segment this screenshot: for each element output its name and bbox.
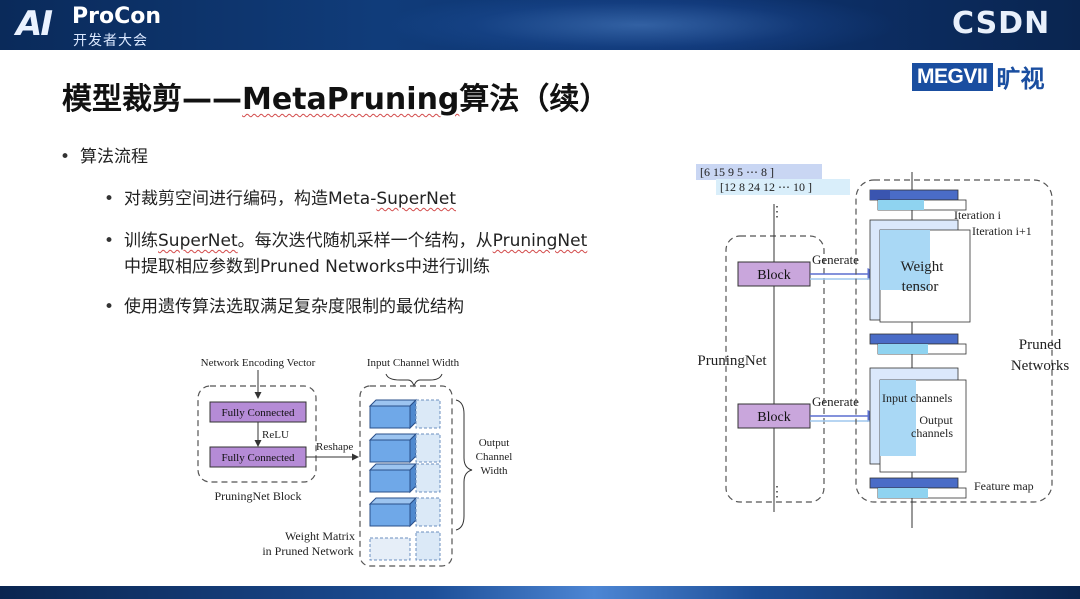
weight-matrix-border bbox=[359, 385, 453, 567]
weight-tensor-label-1: Weight bbox=[901, 259, 945, 275]
bullet-train-text-a: 训练 bbox=[124, 231, 158, 251]
relu-label: ReLU bbox=[262, 429, 289, 441]
input-width-brace bbox=[385, 373, 443, 388]
reshape-label: Reshape bbox=[316, 441, 353, 453]
csdn-logo: CSDN bbox=[952, 6, 1051, 41]
input-channels-label: Input channels bbox=[882, 391, 953, 405]
iteration-i-label: Iteration i bbox=[954, 208, 1002, 222]
bullet-train-line2: 中提取相应参数到Pruned Networks中进行训练 bbox=[124, 257, 490, 277]
block-1 bbox=[737, 261, 811, 287]
weight-matrix-label-2: in Pruned Network bbox=[262, 544, 353, 558]
pruningnet-top-dots: ⋮ bbox=[770, 205, 784, 220]
output-width-brace bbox=[455, 399, 473, 531]
output-width-line3: Width bbox=[480, 465, 508, 477]
pruningnet-region bbox=[725, 235, 825, 503]
bullet-genetic: •使用遗传算法选取满足复杂度限制的最优结构 bbox=[104, 297, 464, 317]
pruningnet-label: PruningNet bbox=[697, 353, 767, 369]
bullet-train-supernet: SuperNet bbox=[158, 231, 238, 251]
banner-light-streak bbox=[380, 0, 900, 50]
pruned-networks-label-2: Networks bbox=[1011, 358, 1069, 374]
weight-tensor-label-2: tensor bbox=[902, 279, 939, 295]
megvii-logo: MEGVII 旷视 bbox=[912, 61, 1045, 93]
output-width-line2: Channel bbox=[476, 451, 513, 463]
procon-ai-logo: AI bbox=[16, 4, 53, 44]
megvii-logo-box: MEGVII bbox=[912, 62, 993, 91]
title-part-a: 模型裁剪—— bbox=[62, 82, 242, 117]
pruningnet-block-diagram: Network Encoding Vector Fully Connected … bbox=[197, 357, 513, 567]
output-width-line1: Output bbox=[479, 437, 510, 449]
encoding-vector-1 bbox=[696, 164, 822, 180]
header-banner: AI ProCon 开发者大会 CSDN bbox=[0, 0, 1080, 50]
block-1-label: Block bbox=[757, 268, 790, 283]
feature-map-label: Feature map bbox=[974, 479, 1034, 493]
block-2-label: Block bbox=[757, 410, 790, 425]
metapruning-pipeline-diagram: [6 15 9 5 ⋯ 8 ] [12 8 24 12 ⋯ 10 ] ⋮ ⋮ B… bbox=[696, 164, 1069, 528]
bullet-train: •训练SuperNet。每次迭代随机采样一个结构，从PruningNet bbox=[104, 231, 588, 251]
procon-logo-subtitle: 开发者大会 bbox=[73, 33, 148, 49]
fully-connected-1-label: Fully Connected bbox=[221, 407, 295, 419]
bullet-genetic-text: 使用遗传算法选取满足复杂度限制的最优结构 bbox=[124, 297, 464, 317]
encoding-vector-2 bbox=[716, 179, 850, 195]
title-part-b: MetaPruning bbox=[242, 82, 460, 117]
pruned-networks-region bbox=[855, 179, 1053, 503]
fully-connected-2-label: Fully Connected bbox=[221, 452, 295, 464]
procon-logo-text: ProCon bbox=[72, 4, 162, 29]
slide-title: 模型裁剪——MetaPruning算法（续） bbox=[62, 74, 609, 118]
megvii-logo-cn: 旷视 bbox=[996, 65, 1045, 93]
input-channel-width-label: Input Channel Width bbox=[367, 357, 460, 369]
encoding-vector-1-text: [6 15 9 5 ⋯ 8 ] bbox=[700, 165, 774, 179]
title-part-c: 算法（续） bbox=[459, 82, 610, 117]
pruningnet-bottom-dots: ⋮ bbox=[770, 485, 784, 500]
bullet-top-text: 算法流程 bbox=[80, 147, 148, 167]
pruned-networks-label-1: Pruned bbox=[1019, 337, 1062, 353]
iteration-i1-label: Iteration i+1 bbox=[972, 224, 1032, 238]
bullet-encode-supernet: SuperNet bbox=[376, 189, 456, 209]
footer-banner bbox=[0, 586, 1080, 599]
generate-label-2: Generate bbox=[812, 394, 859, 409]
weight-matrix-label-1: Weight Matrix bbox=[285, 529, 355, 543]
pruningnet-block-caption: PruningNet Block bbox=[215, 489, 302, 503]
bullet-algorithm-flow: •算法流程 bbox=[60, 147, 148, 167]
pruningnet-block-border bbox=[197, 385, 317, 483]
generate-label-1: Generate bbox=[812, 252, 859, 267]
output-channels-label-2: channels bbox=[911, 426, 953, 440]
bullet-encode-text: 对裁剪空间进行编码，构造Meta- bbox=[124, 189, 377, 209]
bullet-encode: •对裁剪空间进行编码，构造Meta-SuperNet bbox=[104, 189, 456, 209]
bullet-train-text-c: 。每次迭代随机采样一个结构，从 bbox=[237, 231, 493, 251]
encoding-vector-2-text: [12 8 24 12 ⋯ 10 ] bbox=[720, 180, 812, 194]
block-2 bbox=[737, 403, 811, 429]
output-channels-label-1: Output bbox=[919, 413, 953, 427]
bullet-train-pruningnet: PruningNet bbox=[492, 231, 588, 251]
encoding-vector-label: Network Encoding Vector bbox=[201, 357, 316, 369]
weight-cubes bbox=[368, 398, 441, 561]
